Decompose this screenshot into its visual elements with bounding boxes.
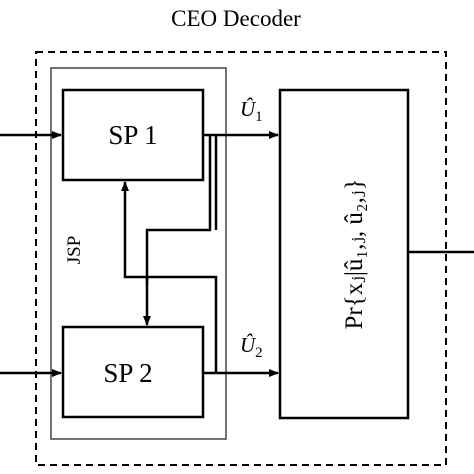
- jsp-label: JSP: [64, 236, 85, 265]
- sp1-label: SP 1: [108, 120, 157, 150]
- u2-label: Û2: [240, 333, 263, 361]
- sp2-label: SP 2: [103, 358, 152, 388]
- decoder-title: CEO Decoder: [171, 6, 301, 31]
- sp2-block: [61, 325, 205, 419]
- u1-label: Û1: [240, 97, 263, 125]
- decoder-dashed-boundary: [35, 51, 447, 466]
- feedback-u2-to-sp1: [121, 181, 218, 373]
- jsp-container: [50, 67, 227, 440]
- probability-block: [278, 88, 410, 420]
- probability-formula: Pr{xⱼ|û₁,ⱼ, û₂,ⱼ}: [341, 179, 368, 330]
